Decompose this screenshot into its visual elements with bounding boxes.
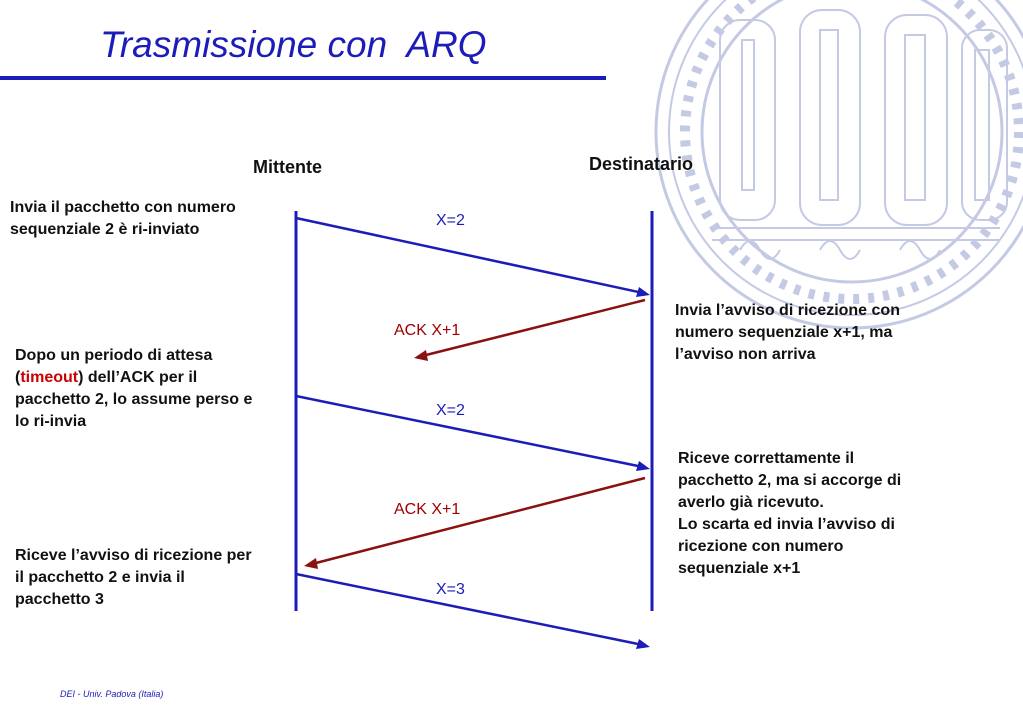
note-line: il pacchetto 2 e invia il xyxy=(15,569,185,586)
note-line: Invia l’avviso di ricezione con xyxy=(675,302,900,319)
title-underline xyxy=(0,76,606,80)
note-text: ( xyxy=(15,369,21,386)
note-line: sequenziale x+1 xyxy=(678,560,801,577)
receiver-note-duplicate: Riceve correttamente il pacchetto 2, ma … xyxy=(678,448,901,580)
note-line: pacchetto 3 xyxy=(15,591,104,608)
sender-note-ack-received: Riceve l’avviso di ricezione per il pacc… xyxy=(15,545,252,611)
receiver-note-ack-lost: Invia l’avviso di ricezione con numero s… xyxy=(675,300,900,366)
note-line: averlo già ricevuto. xyxy=(678,494,824,511)
note-line: pacchetto 2, lo assume perso e xyxy=(15,391,253,408)
note-line: numero sequenziale x+1, ma xyxy=(675,324,893,341)
note-line: Riceve l’avviso di ricezione per xyxy=(15,547,252,564)
message-arrow-ack-lost xyxy=(414,298,646,361)
message-arrow-x3 xyxy=(295,572,650,649)
note-line: sequenziale 2 è ri-inviato xyxy=(10,221,200,238)
message-arrow-x2-first xyxy=(295,216,650,297)
message-label: X=2 xyxy=(436,402,465,419)
timeout-keyword: timeout xyxy=(20,369,79,386)
note-line: pacchetto 2, ma si accorge di xyxy=(678,472,902,489)
seal-lettering-band xyxy=(680,0,1023,304)
receiver-heading: Destinatario xyxy=(589,154,694,174)
message-arrow-x2-retransmit xyxy=(295,394,650,471)
message-label: ACK X+1 xyxy=(394,322,460,339)
note-line: Invia il pacchetto con numero xyxy=(10,199,236,216)
note-line: Riceve correttamente il xyxy=(678,450,855,467)
slide-title: Trasmissione con ARQ xyxy=(100,24,487,65)
sender-heading: Mittente xyxy=(253,157,322,177)
note-line: Lo scarta ed invia l’avviso di xyxy=(678,516,895,533)
sender-note-send: Invia il pacchetto con numero sequenzial… xyxy=(10,197,236,241)
message-label: X=3 xyxy=(436,581,465,598)
note-line: l’avviso non arriva xyxy=(675,346,816,363)
message-label: ACK X+1 xyxy=(394,501,460,518)
note-line: (timeout) dell’ACK per il xyxy=(15,367,252,389)
seal-inner-ring xyxy=(700,0,1004,284)
seal-mid-ring xyxy=(668,0,1023,316)
message-label: X=2 xyxy=(436,212,465,229)
slide-footer: DEI - Univ. Padova (Italia) xyxy=(60,689,164,699)
note-line: ricezione con numero xyxy=(678,538,844,555)
seal-graphic xyxy=(654,0,1023,330)
sender-note-timeout: Dopo un periodo di attesa (timeout) dell… xyxy=(15,345,252,433)
note-line: lo ri-invia xyxy=(15,413,87,430)
note-text: ) dell’ACK per il xyxy=(78,369,198,386)
seal-figures xyxy=(712,9,1008,260)
message-arrow-ack xyxy=(304,476,646,569)
seal-outer-ring xyxy=(654,0,1023,330)
note-line: Dopo un periodo di attesa xyxy=(15,347,213,364)
